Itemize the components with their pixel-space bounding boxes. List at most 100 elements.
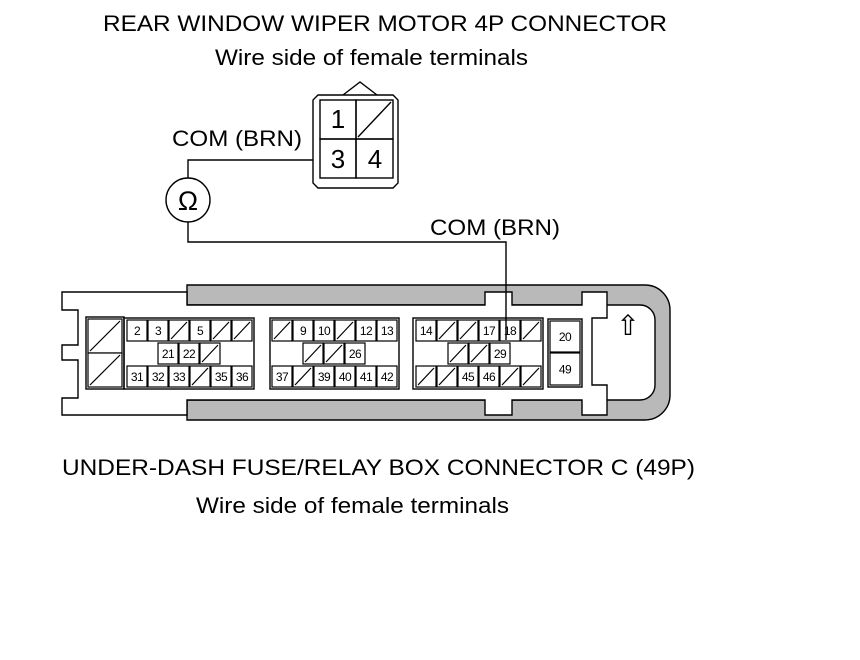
- blank-terminal-slash: [357, 101, 392, 138]
- terminal-cell: [147, 319, 169, 342]
- terminal-label: 17: [483, 324, 496, 338]
- fuse-box-connector-title: UNDER-DASH FUSE/RELAY BOX CONNECTOR C (4…: [62, 455, 695, 480]
- terminal-label: 3: [331, 144, 345, 174]
- terminal-cell: [499, 319, 521, 342]
- terminal-label: 5: [197, 324, 204, 338]
- wire-label-top: COM (BRN): [172, 126, 302, 151]
- terminal-label: 46: [483, 370, 496, 384]
- terminal-cell: [355, 319, 377, 342]
- fuse-box-connector-subtitle: Wire side of female terminals: [196, 493, 509, 518]
- terminal-cell: [271, 365, 293, 388]
- terminal-cell: [549, 320, 581, 353]
- blank-terminal-slash: [201, 344, 219, 363]
- terminal-cell: [478, 365, 500, 388]
- terminal-cell: [231, 365, 253, 388]
- blank-terminal-slash: [170, 321, 188, 340]
- wiper-4p-connector: 1 3 4: [312, 81, 399, 189]
- blank-terminal-slash: [470, 344, 488, 363]
- ohm-symbol: Ω: [178, 186, 198, 216]
- blank-terminal-slash: [233, 321, 251, 340]
- terminal-cell: [355, 365, 377, 388]
- terminal-label: 12: [360, 324, 373, 338]
- terminal-group: [269, 317, 400, 390]
- terminal-label: 22: [183, 347, 196, 361]
- wiper-connector-subtitle: Wire side of female terminals: [215, 45, 528, 70]
- blank-terminal-slash: [89, 320, 121, 352]
- blank-terminal-slash: [501, 367, 519, 386]
- terminal-label: 20: [559, 330, 572, 344]
- blank-terminal-slash: [522, 321, 540, 340]
- terminal-cell: [313, 365, 335, 388]
- terminal-cell: [415, 319, 437, 342]
- test-lead-upper: [187, 159, 313, 178]
- terminal-cell: [355, 138, 394, 179]
- blank-terminal-slash: [438, 321, 456, 340]
- terminal-cell: [157, 342, 179, 365]
- terminal-label: 37: [276, 370, 289, 384]
- blank-terminal-slash: [449, 344, 467, 363]
- terminal-label: 39: [318, 370, 331, 384]
- blank-terminal-slash: [459, 321, 477, 340]
- terminal-group: [412, 317, 544, 390]
- terminal-groups: [85, 316, 583, 390]
- terminal-cell: [210, 365, 232, 388]
- terminal-label: 21: [162, 347, 175, 361]
- terminal-label: 45: [462, 370, 475, 384]
- terminal-label: 36: [236, 370, 249, 384]
- terminal-cell: [478, 319, 500, 342]
- test-lead-lower: [187, 222, 507, 340]
- terminal-cell: [189, 319, 211, 342]
- terminal-cell: [457, 365, 479, 388]
- orientation-arrow-icon: ⇧: [616, 310, 639, 341]
- terminal-cell: [178, 342, 200, 365]
- terminal-label: 14: [420, 324, 433, 338]
- terminal-label: 35: [215, 370, 228, 384]
- terminal-cell: [549, 352, 581, 386]
- terminal-label: 1: [331, 104, 345, 134]
- terminal-cell: [376, 365, 398, 388]
- terminal-cell: [489, 342, 511, 365]
- terminal-group: [547, 318, 583, 388]
- terminal-cell: [292, 319, 314, 342]
- terminal-cell: [126, 365, 148, 388]
- blank-terminal-slash: [273, 321, 291, 340]
- terminal-label: 2: [134, 324, 141, 338]
- terminal-group: [123, 317, 255, 390]
- terminal-cell: [313, 319, 335, 342]
- connector-lock-tab: [342, 81, 378, 96]
- terminal-cell: [334, 365, 356, 388]
- terminal-label: 4: [368, 144, 382, 174]
- wiper-connector-title: REAR WINDOW WIPER MOTOR 4P CONNECTOR: [103, 11, 667, 36]
- blank-terminal-slash: [336, 321, 354, 340]
- terminal-label: 29: [494, 347, 507, 361]
- terminal-cell: [168, 365, 190, 388]
- terminal-label: 40: [339, 370, 352, 384]
- terminal-cell: [126, 319, 148, 342]
- terminal-label: 49: [559, 363, 572, 377]
- terminal-label: 33: [173, 370, 186, 384]
- terminal-cell: [376, 319, 398, 342]
- terminal-label: 13: [381, 324, 394, 338]
- terminal-label: 9: [300, 324, 307, 338]
- terminal-cell: [147, 365, 169, 388]
- terminal-label: 26: [349, 347, 362, 361]
- terminal-label: 32: [152, 370, 165, 384]
- blank-terminal-slash: [325, 344, 343, 363]
- terminal-cell: [344, 342, 366, 365]
- terminal-label: 42: [381, 370, 394, 384]
- terminal-label: 31: [131, 370, 144, 384]
- terminal-label: 10: [318, 324, 331, 338]
- blank-terminal-slash: [417, 367, 435, 386]
- blank-terminal-slash: [294, 367, 312, 386]
- blank-terminal-slash: [522, 367, 540, 386]
- blank-terminal-slash: [438, 367, 456, 386]
- terminal-label: 41: [360, 370, 373, 384]
- blank-terminal-slash: [212, 321, 230, 340]
- blank-terminal-slash: [191, 367, 209, 386]
- terminal-label: 18: [504, 324, 517, 338]
- blank-terminal-slash: [304, 344, 322, 363]
- terminal-label: 3: [155, 324, 162, 338]
